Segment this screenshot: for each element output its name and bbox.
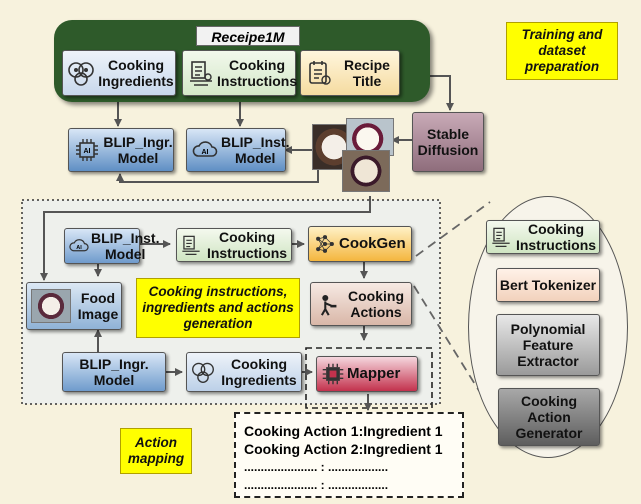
food-image-label: Food Image	[77, 290, 119, 322]
svg-text:AI: AI	[76, 245, 82, 251]
mapping-output-row: ...................... : ...............…	[244, 478, 389, 492]
ingredients-icon	[192, 362, 214, 383]
mapping-note: Action mapping	[120, 428, 192, 474]
cookgen-box: CookGen	[308, 226, 412, 262]
gen-cooking-instructions-box: Cooking Instructions	[176, 228, 292, 262]
dataset-ingredients-box: Cooking Ingredients	[62, 50, 176, 96]
polynomial-feature-extractor-box: Polynomial Feature Extractor	[496, 314, 600, 376]
bert-tokenizer-box: Bert Tokenizer	[496, 268, 600, 302]
dataset-ingredients-label: Cooking Ingredients	[98, 57, 174, 89]
training-blip-inst-box: AI BLIP_Inst. Model	[186, 128, 290, 172]
generated-food-image-3	[342, 150, 390, 192]
dataset-recipe-title-label: Recipe Title	[344, 57, 390, 89]
mapping-output-row: Cooking Action 2:Ingredient 1	[244, 441, 443, 457]
gen-blip-ingr-label: BLIP_Ingr. Model	[79, 356, 149, 388]
ai-cloud-icon: AI	[69, 239, 89, 252]
dataset-title: Receipe1M	[196, 26, 300, 46]
dataset-recipe-title-box: Recipe Title	[300, 50, 400, 96]
instructions-icon	[492, 227, 510, 248]
cooking-action-generator-box: Cooking Action Generator	[498, 388, 600, 446]
gen-cooking-instructions-label: Cooking Instructions	[206, 229, 288, 261]
mapping-output-row: ...................... : ...............…	[244, 460, 389, 474]
svg-text:AI: AI	[84, 148, 91, 155]
gen-blip-inst-label: BLIP_Inst. Model	[91, 230, 160, 262]
cooking-actions-box: Cooking Actions	[310, 282, 412, 326]
food-image-thumbnail	[31, 289, 71, 323]
instructions-icon	[190, 61, 212, 86]
detail-cooking-instructions-label: Cooking Instructions	[515, 221, 597, 253]
mapping-frame	[305, 347, 433, 409]
dataset-instructions-label: Cooking Instructions	[217, 57, 298, 89]
training-blip-ingr-box: AI BLIP_Ingr. Model	[68, 128, 174, 172]
ingredients-icon	[68, 62, 94, 86]
processor-icon	[322, 363, 344, 385]
mapper-box: Mapper	[316, 356, 418, 392]
mapping-output-box: Cooking Action 1:Ingredient 1 Cooking Ac…	[234, 412, 464, 498]
gen-blip-ingr-box: BLIP_Ingr. Model	[62, 352, 166, 392]
recipe-title-icon	[309, 61, 331, 85]
instructions-icon	[182, 235, 200, 256]
cooking-actions-label: Cooking Actions	[348, 288, 404, 320]
training-note: Training and dataset preparation	[506, 22, 618, 80]
gen-cooking-ingredients-box: Cooking Ingredients	[186, 352, 302, 392]
neural-network-icon	[316, 235, 334, 253]
gen-blip-inst-box: AI BLIP_Inst. Model	[64, 228, 159, 264]
cooking-action-generator-label: Cooking Action Generator	[515, 393, 583, 441]
food-image-box: Food Image	[26, 282, 122, 330]
ai-cloud-icon: AI	[192, 141, 218, 157]
dataset-instructions-box: Cooking Instructions	[182, 50, 298, 96]
chef-icon	[320, 295, 337, 316]
cookgen-label: CookGen	[339, 235, 406, 252]
detail-cooking-instructions-box: Cooking Instructions	[486, 220, 600, 254]
training-blip-ingr-label: BLIP_Ingr. Model	[103, 134, 173, 166]
generation-note: Cooking instructions, ingredients and ac…	[136, 278, 300, 338]
svg-text:AI: AI	[202, 149, 209, 156]
stable-diffusion-label: Stable Diffusion	[417, 126, 479, 158]
bert-tokenizer-label: Bert Tokenizer	[499, 277, 597, 293]
stable-diffusion-box: Stable Diffusion	[412, 112, 484, 172]
gen-cooking-ingredients-label: Cooking Ingredients	[221, 356, 297, 388]
training-blip-inst-label: BLIP_Inst. Model	[221, 134, 290, 166]
mapping-output-row: Cooking Action 1:Ingredient 1	[244, 423, 443, 439]
mapper-label: Mapper	[347, 365, 401, 382]
ai-chip-icon: AI	[76, 139, 98, 161]
polynomial-feature-extractor-label: Polynomial Feature Extractor	[510, 321, 586, 369]
